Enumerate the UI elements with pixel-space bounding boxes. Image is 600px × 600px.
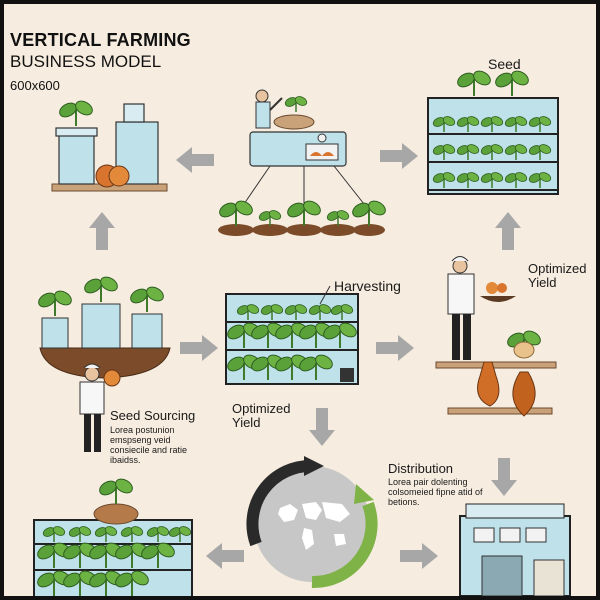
seed-rack-top-right — [427, 67, 559, 195]
harvesting-label: Harvesting — [334, 278, 401, 294]
infographic-art — [33, 67, 571, 596]
seed-machine-icon — [243, 89, 365, 205]
size-label: 600x600 — [10, 78, 60, 93]
seedling-soil-row — [216, 197, 389, 236]
distribution-title: Distribution — [388, 461, 454, 476]
page-subtitle: BUSINESS MODEL — [10, 52, 162, 71]
seed-pots-top-left — [51, 97, 168, 192]
seed-sourcing-shelf — [35, 273, 171, 379]
warehouse-icon — [459, 503, 571, 596]
distribution-body: Lorea pair dolenting colsomeied fipne at… — [388, 477, 483, 507]
optimized-yield-label-mid: Optimized Yield — [232, 401, 291, 430]
optimized-yield-farmer — [447, 256, 516, 360]
vase-icon — [435, 327, 557, 417]
farmer-icon — [79, 363, 121, 452]
seed-sourcing-title: Seed Sourcing — [110, 408, 196, 423]
bottom-left-rack — [33, 475, 193, 596]
seed-sourcing-body: Lorea postunion emspseng veid consiecile… — [110, 425, 188, 465]
seed-label: Seed — [488, 56, 521, 72]
optimized-yield-label-right: Optimized Yield — [528, 261, 587, 290]
page-title: VERTICAL FARMING — [10, 30, 191, 50]
world-map-icon — [246, 456, 378, 589]
harvesting-rack — [224, 285, 360, 385]
